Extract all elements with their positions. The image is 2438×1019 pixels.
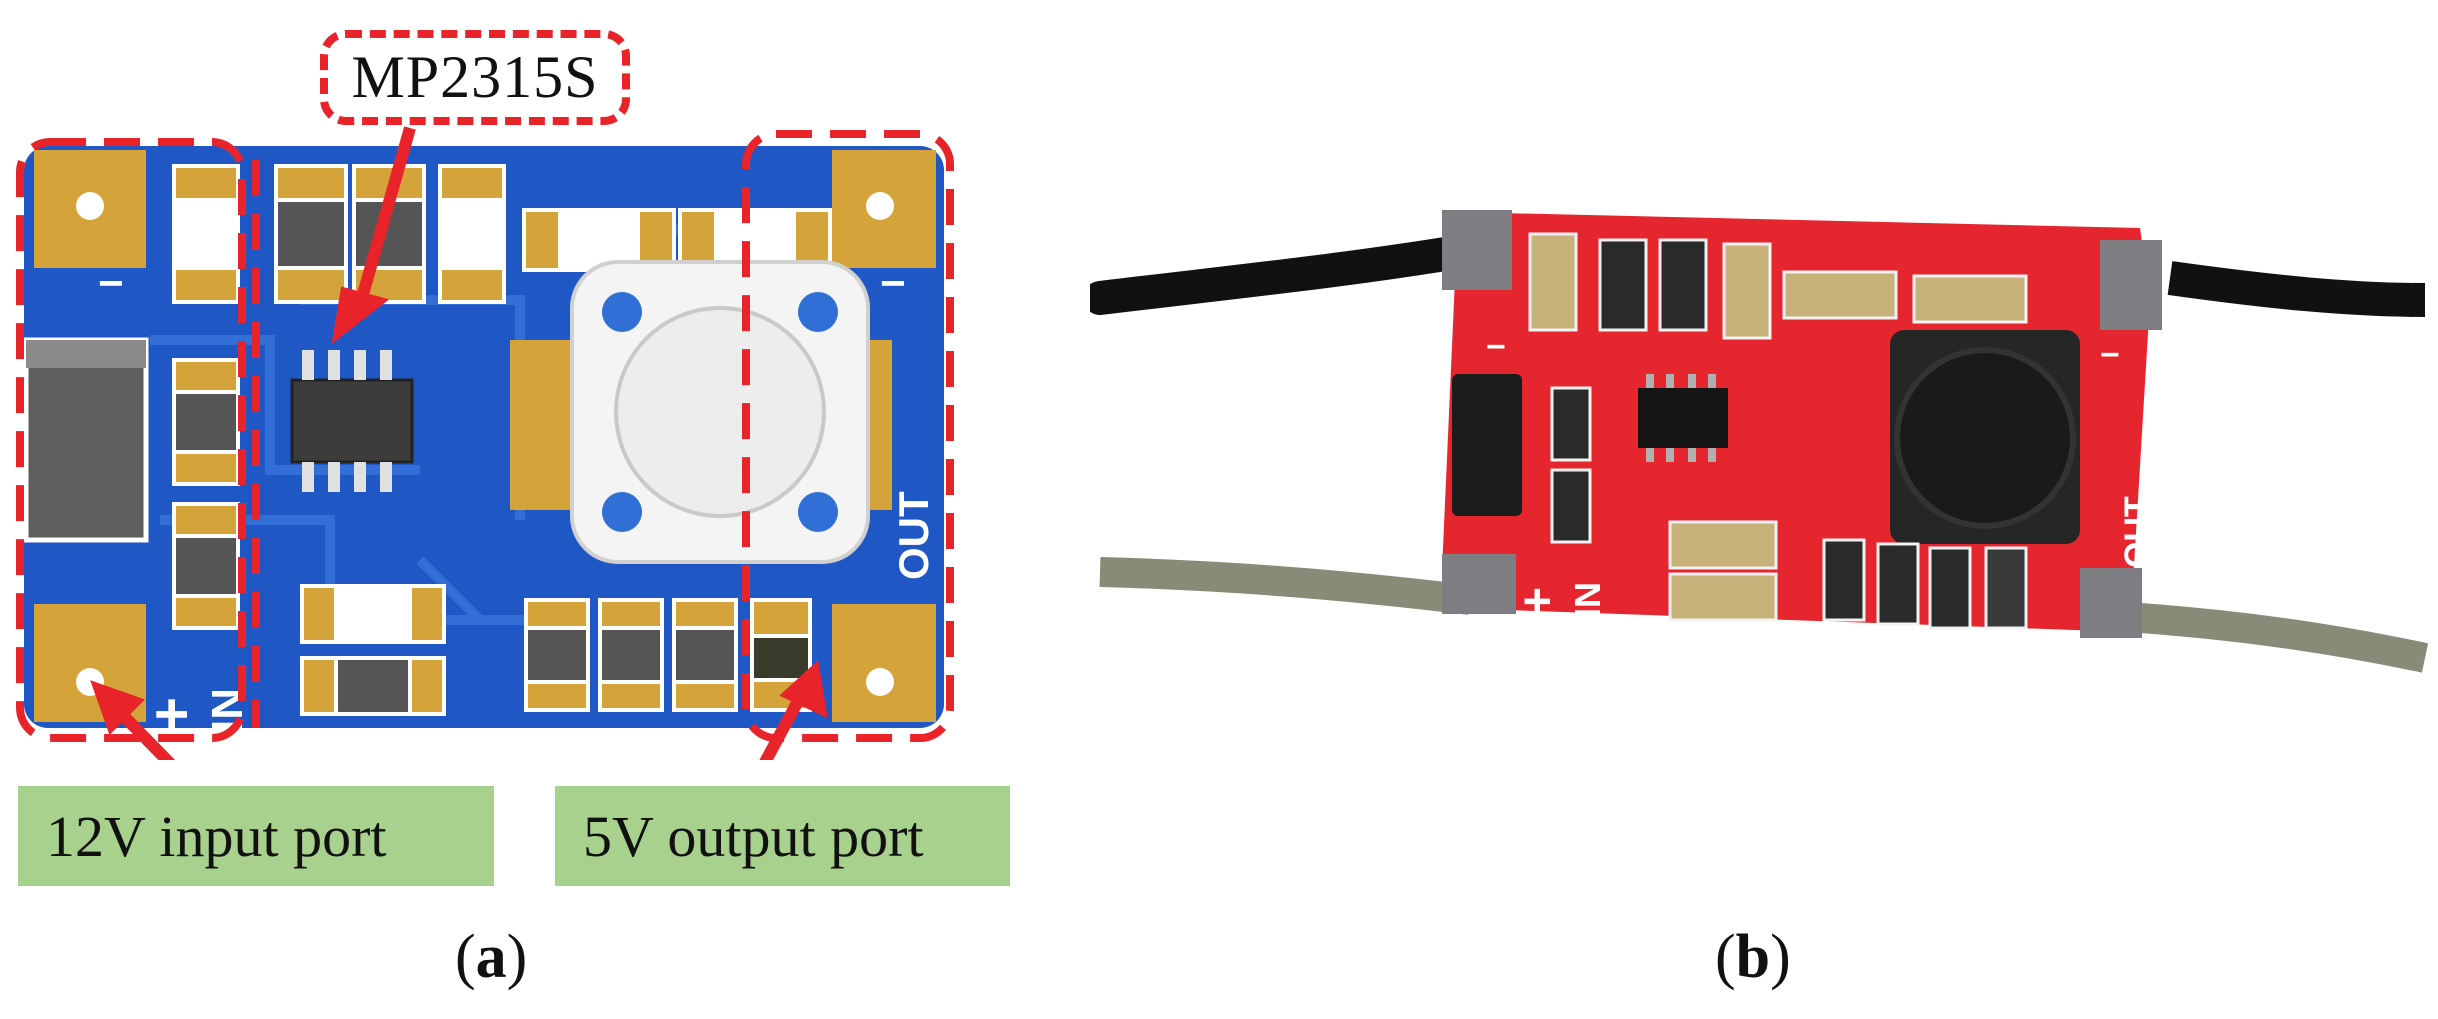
silk-out-a: OUT (890, 491, 937, 580)
inductor-b (1890, 330, 2080, 544)
wire-bottom-left (1099, 557, 1472, 615)
caption-a: (a) (455, 923, 528, 991)
output-port-label: 5V output port (555, 786, 1010, 886)
wire-top-right (2167, 261, 2426, 317)
pcb-photo-b: − − + IN OUT (1090, 210, 2429, 673)
solder-top-right (2100, 240, 2162, 330)
silk-plus-a: + (138, 697, 205, 732)
pcb-render-a: − − + IN OUT (16, 126, 954, 760)
input-port-region (16, 138, 246, 742)
solder-bottom-right (2080, 568, 2142, 638)
silk-minus-b: − (1486, 328, 1506, 366)
silk-plus-b: + (1509, 587, 1565, 616)
ic-mp2315s-a (290, 350, 414, 492)
diode-b (1452, 374, 1522, 516)
arrow-output (759, 687, 810, 760)
ic-b (1638, 374, 1728, 462)
wire-bottom-right (2138, 603, 2429, 673)
silk-out-b: OUT (2118, 496, 2156, 568)
pad-bottom-right (832, 604, 936, 722)
output-port-region (742, 130, 954, 742)
wire-top-left (1090, 233, 1487, 315)
solder-bottom-left (1442, 554, 1516, 614)
diode-a (23, 337, 149, 543)
arrow-chip (352, 126, 416, 314)
input-port-label: 12V input port (18, 786, 494, 886)
silk-minus-right-b: − (2100, 336, 2120, 374)
chip-annotation-label: MP2315S (320, 30, 630, 125)
silk-minus-a: − (98, 259, 124, 308)
silk-minus-right-a: − (880, 259, 906, 308)
caption-b: (b) (1715, 923, 1791, 991)
silk-in-b: IN (1567, 582, 1608, 618)
inductor-a (570, 260, 870, 564)
solder-top-left (1442, 210, 1512, 290)
